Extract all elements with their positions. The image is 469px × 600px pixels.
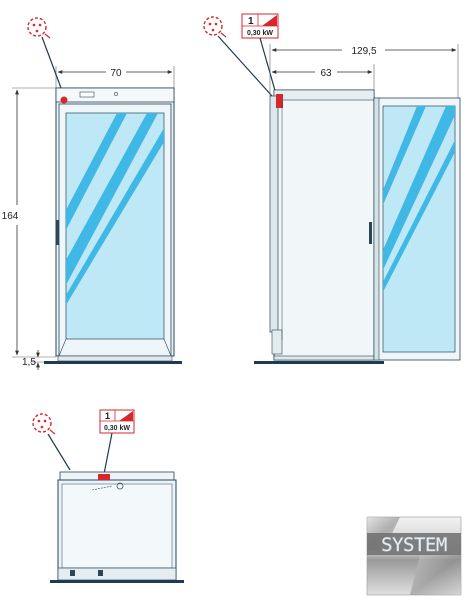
front-plug-marker bbox=[60, 96, 68, 104]
front-base-plinth bbox=[57, 355, 173, 362]
top-inner-panel bbox=[61, 483, 173, 569]
top-floor-line bbox=[50, 580, 184, 583]
front-floor-line bbox=[44, 361, 182, 364]
side-open-door-edge bbox=[373, 97, 380, 361]
front-door-glass bbox=[65, 112, 165, 340]
side-depth-open-dimension: 129,5 bbox=[269, 44, 459, 100]
side-compressor bbox=[271, 329, 283, 355]
side-glass-reflection-1 bbox=[383, 106, 426, 205]
front-glass-reflection-2 bbox=[66, 113, 158, 285]
side-glass-reflection-3 bbox=[383, 140, 455, 292]
plug-icon-top bbox=[32, 413, 56, 435]
front-glass-reflection-1 bbox=[66, 113, 127, 230]
system-logo: SYSTEM bbox=[366, 516, 462, 596]
electrical-tag-top: 1 0,30 kW bbox=[99, 409, 135, 434]
side-base bbox=[273, 355, 375, 361]
side-view: 1 0,30 kW 129,5 63 bbox=[203, 13, 461, 364]
front-glass-reflection-3 bbox=[66, 128, 164, 305]
top-fan-icon bbox=[116, 482, 124, 490]
front-height-dimension: 164 bbox=[2, 87, 60, 358]
feet-height-dimension: 1,5 bbox=[22, 350, 60, 370]
plug-leader-front bbox=[41, 36, 65, 97]
front-door-hinge bbox=[56, 220, 59, 245]
side-plug-marker bbox=[276, 94, 283, 108]
front-view: 70 164 1,5 bbox=[2, 17, 182, 370]
plug-icon-side bbox=[203, 16, 227, 38]
system-logo-text: SYSTEM bbox=[381, 534, 447, 556]
phase-label: 1 bbox=[248, 16, 254, 27]
phase-label-top: 1 bbox=[105, 411, 110, 421]
side-floor-line bbox=[254, 361, 384, 364]
feet-height-label: 1,5 bbox=[22, 357, 36, 368]
electrical-tag-side: 1 0,30 kW bbox=[241, 13, 279, 39]
side-depth-label: 63 bbox=[320, 68, 332, 79]
top-view: 1 0,30 kW bbox=[32, 409, 184, 583]
top-plug-marker bbox=[98, 474, 110, 480]
side-depth-open-label: 129,5 bbox=[351, 46, 376, 57]
power-label-top: 0,30 kW bbox=[104, 425, 130, 432]
top-foot-right bbox=[98, 570, 103, 576]
side-rear-panel bbox=[269, 95, 279, 333]
plug-leader-side bbox=[217, 35, 273, 97]
plug-leader-top bbox=[47, 433, 71, 471]
front-controller-display bbox=[79, 91, 95, 98]
power-label: 0,30 kW bbox=[247, 30, 273, 37]
front-lock-icon bbox=[114, 92, 118, 96]
top-front-edge bbox=[57, 567, 177, 581]
top-foot-left bbox=[70, 570, 75, 576]
side-glass-reflection-2 bbox=[383, 106, 455, 270]
side-cabinet-body bbox=[273, 89, 375, 361]
front-height-label: 164 bbox=[2, 211, 19, 222]
front-width-label: 70 bbox=[110, 68, 122, 79]
plug-icon bbox=[27, 17, 51, 39]
tag-leader-side bbox=[259, 37, 277, 95]
side-door-handle bbox=[369, 222, 372, 244]
tag-leader-top bbox=[103, 432, 113, 475]
side-top-edge bbox=[273, 89, 375, 101]
